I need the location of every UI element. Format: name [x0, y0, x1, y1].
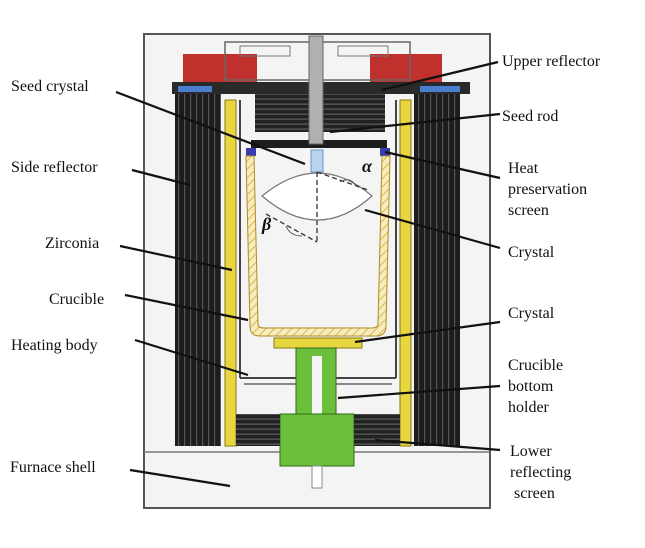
- leader-heating-body: [134, 338, 249, 377]
- leader-crystal-lower: [354, 320, 501, 344]
- label-side-reflector: Side reflector: [11, 159, 98, 176]
- label-crucible-bottom-holder-2: bottom: [508, 378, 554, 395]
- plate-blue-left: [178, 86, 212, 92]
- label-crystal-upper: Crystal: [508, 244, 555, 261]
- plate-blue-right: [420, 86, 460, 92]
- zirconia-left: [224, 99, 237, 447]
- label-heat-preservation-2: preservation: [508, 181, 587, 198]
- label-heating-body: Heating body: [11, 337, 98, 354]
- label-crucible: Crucible: [49, 291, 104, 308]
- leader-lines: [115, 60, 501, 488]
- label-furnace-shell: Furnace shell: [10, 459, 96, 476]
- holder-bore: [312, 356, 322, 414]
- label-heat-preservation-3: screen: [508, 202, 549, 219]
- label-lower-reflecting-2: reflecting: [510, 464, 571, 481]
- leader-zirconia: [119, 244, 233, 272]
- side-reflector-right: [414, 94, 460, 446]
- side-reflector-left: [175, 94, 221, 446]
- upper-reflector-left: [183, 54, 257, 82]
- lower-reflecting-screen-left: [236, 414, 280, 446]
- leader-heat-preservation: [384, 150, 501, 180]
- top-clamp-left: [239, 45, 291, 57]
- leader-side-reflector: [131, 168, 191, 187]
- leader-crystal-upper: [364, 208, 501, 250]
- seed-rod: [308, 35, 324, 145]
- top-clamp-right: [337, 45, 389, 57]
- leader-seed-crystal: [115, 90, 306, 166]
- holder-base: [279, 413, 355, 467]
- label-crystal-lower: Crystal: [508, 305, 555, 322]
- label-heat-preservation-1: Heat: [508, 160, 539, 177]
- beta-line: [265, 213, 318, 243]
- leader-lower-reflecting: [374, 438, 501, 452]
- crucible: [245, 155, 391, 337]
- label-crucible-bottom-holder-3: holder: [508, 399, 550, 416]
- leader-crucible-bottom-holder: [337, 384, 501, 400]
- alpha-symbol: α: [362, 156, 373, 176]
- label-lower-reflecting-3: screen: [514, 485, 555, 502]
- label-zirconia: Zirconia: [45, 235, 99, 252]
- label-seed-crystal: Seed crystal: [11, 78, 89, 95]
- leader-seed-rod: [329, 112, 501, 134]
- label-seed-rod: Seed rod: [502, 108, 558, 125]
- zirconia-right: [399, 99, 412, 447]
- beta-arc: [285, 225, 303, 237]
- upper-shield-right: [323, 94, 385, 132]
- label-upper-reflector: Upper reflector: [502, 53, 601, 70]
- leader-upper-reflector: [381, 60, 499, 92]
- label-lower-reflecting-1: Lower: [510, 443, 552, 460]
- alpha-arc: [339, 179, 357, 187]
- leader-furnace-shell: [129, 468, 231, 488]
- crystal-lower: [273, 337, 363, 349]
- screen-edge-left: [246, 148, 256, 156]
- label-crucible-bottom-holder-1: Crucible: [508, 357, 563, 374]
- holder-stem: [311, 465, 323, 489]
- beta-symbol: β: [261, 214, 272, 234]
- seed-crystal: [310, 149, 324, 173]
- leader-crucible: [124, 293, 249, 322]
- upper-shield-left: [255, 94, 315, 132]
